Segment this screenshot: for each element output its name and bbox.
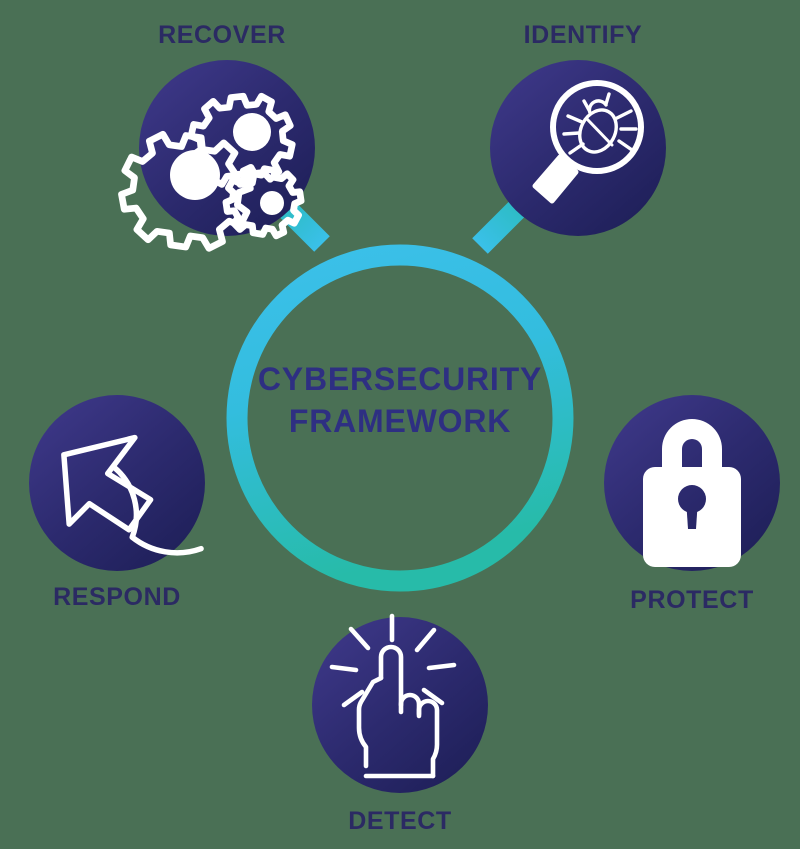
node-label-respond: RESPOND bbox=[53, 583, 181, 611]
node-recover[interactable] bbox=[115, 60, 315, 255]
node-protect[interactable] bbox=[600, 390, 790, 580]
spoke-identify bbox=[472, 199, 527, 254]
node-label-recover: RECOVER bbox=[158, 21, 286, 49]
node-respond-circle[interactable] bbox=[29, 395, 205, 571]
node-label-identify: IDENTIFY bbox=[524, 21, 643, 49]
center-title-line-2: FRAMEWORK bbox=[289, 403, 511, 439]
magnifier-bug-icon bbox=[532, 80, 644, 204]
curved-reply-arrow-icon bbox=[61, 434, 204, 556]
spoke-recover bbox=[277, 199, 330, 252]
node-respond[interactable] bbox=[29, 395, 205, 571]
pointing-hand-click-icon bbox=[329, 613, 457, 779]
node-label-protect: PROTECT bbox=[630, 586, 754, 614]
node-label-detect: DETECT bbox=[348, 807, 452, 835]
gears-icon bbox=[118, 92, 305, 252]
node-identify[interactable] bbox=[490, 60, 666, 236]
padlock-icon bbox=[600, 390, 790, 580]
center-ring bbox=[226, 244, 574, 592]
center-title-line-1: CYBERSECURITY bbox=[258, 361, 542, 397]
node-detect[interactable] bbox=[312, 613, 488, 793]
